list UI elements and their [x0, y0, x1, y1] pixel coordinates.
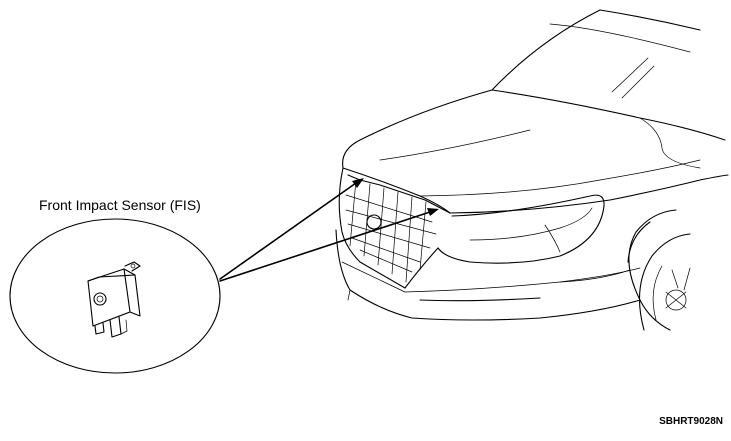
vehicle-front-illustration	[335, 9, 729, 331]
leader-line-lower	[219, 211, 431, 282]
grille-mesh	[345, 179, 437, 283]
front-impact-sensor	[87, 261, 141, 338]
sensor-callout-label: Front Impact Sensor (FIS)	[39, 197, 201, 213]
leader-lines	[219, 178, 439, 282]
front-wheel	[639, 233, 691, 331]
figure-code: SBHRT9028N	[659, 416, 723, 427]
callout-ellipse	[9, 218, 221, 374]
arrowhead-lower	[427, 208, 439, 216]
leader-line-upper	[219, 182, 357, 280]
emblem	[366, 214, 382, 230]
